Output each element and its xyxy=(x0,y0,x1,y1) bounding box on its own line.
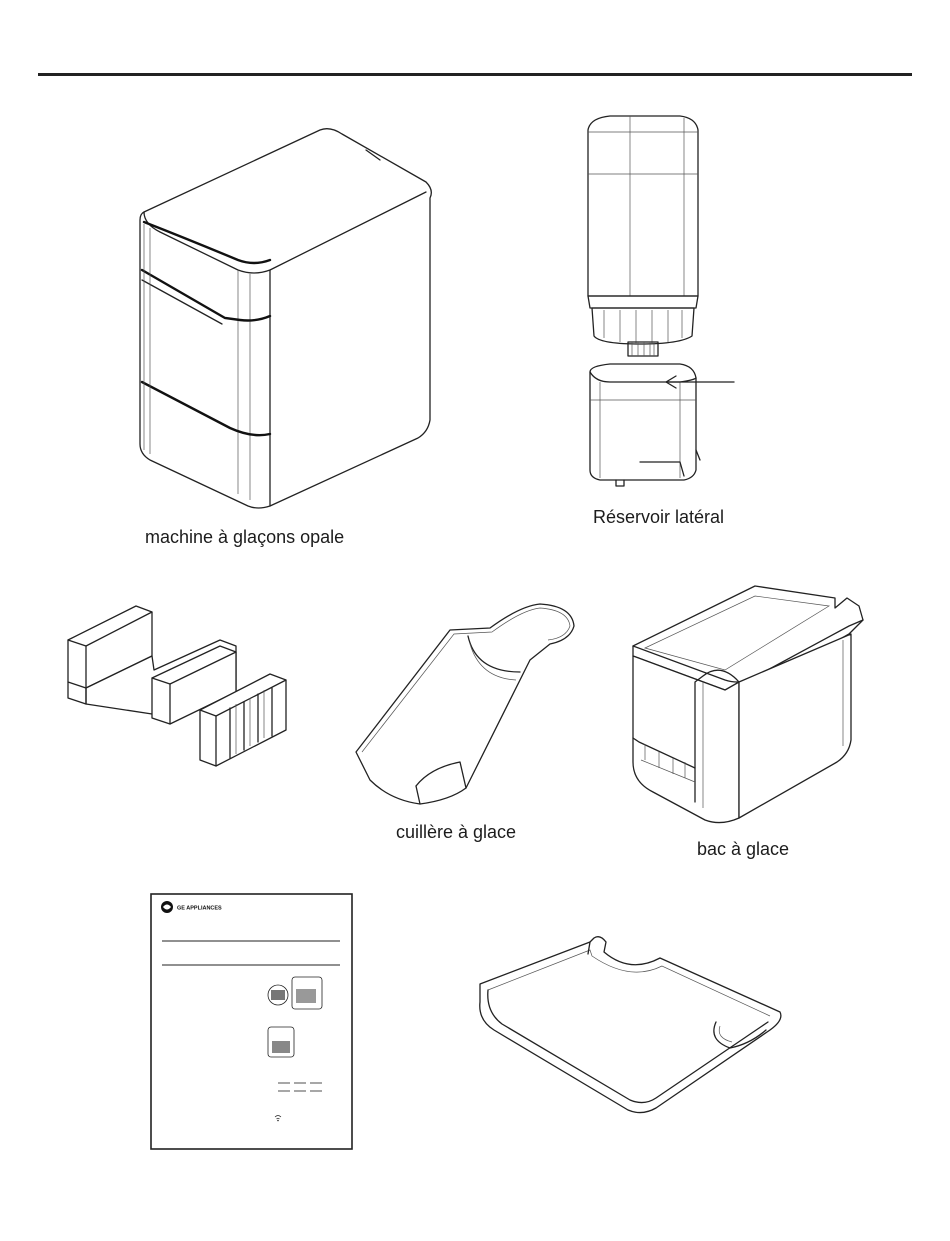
manual-brand-text: GE APPLIANCES xyxy=(177,906,222,912)
side-tank-illustration xyxy=(580,110,750,500)
drip-tray-illustration xyxy=(470,930,790,1120)
top-rule xyxy=(38,73,912,76)
ice-scoop-illustration xyxy=(350,600,590,810)
ice-bin-caption: bac à glace xyxy=(697,839,789,860)
holder-rack-illustration xyxy=(60,600,310,770)
ice-maker-caption: machine à glaçons opale xyxy=(145,527,344,548)
ice-scoop-caption: cuillère à glace xyxy=(396,822,516,843)
ice-bin-illustration xyxy=(625,582,870,842)
side-tank-caption: Réservoir latéral xyxy=(593,507,724,528)
manual-illustration: GE APPLIANCES xyxy=(150,893,354,1151)
ice-maker-illustration xyxy=(130,120,450,520)
